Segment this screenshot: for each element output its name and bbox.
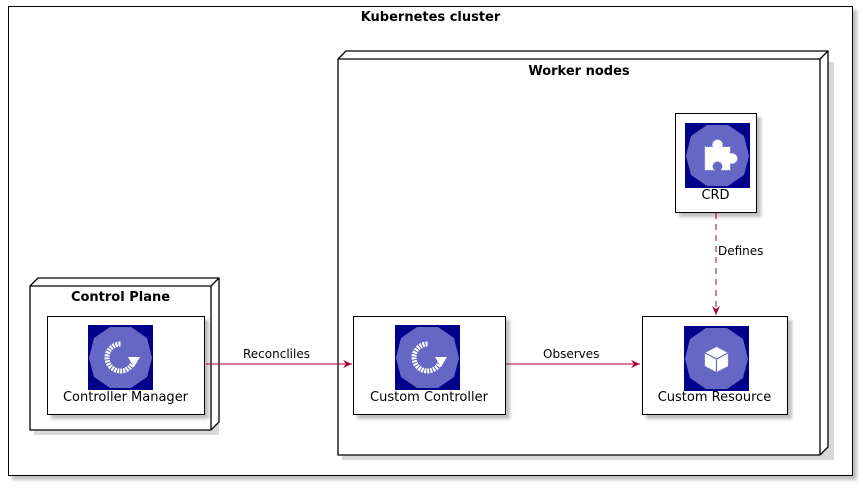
custom-resource-label: Custom Resource bbox=[657, 390, 772, 405]
defines-edge-label: Defines bbox=[718, 244, 764, 258]
reconciles-edge-label: Reconcliles bbox=[243, 347, 310, 361]
controller-manager-component[interactable]: Controller Manager bbox=[47, 316, 205, 415]
cluster-title: Kubernetes cluster bbox=[360, 10, 501, 25]
custom-controller-label: Custom Controller bbox=[370, 390, 488, 405]
worker-nodes-title: Worker nodes bbox=[528, 64, 630, 79]
controller-manager-label: Controller Manager bbox=[62, 390, 189, 405]
reconcile-icon bbox=[395, 325, 460, 390]
crd-label: CRD bbox=[701, 188, 730, 203]
custom-controller-component[interactable]: Custom Controller bbox=[353, 316, 506, 415]
observes-edge-label: Observes bbox=[543, 347, 600, 361]
cube-icon bbox=[684, 326, 749, 391]
puzzle-piece-icon bbox=[685, 123, 750, 188]
custom-resource-component[interactable]: Custom Resource bbox=[642, 316, 788, 415]
crd-component[interactable]: CRD bbox=[675, 113, 757, 213]
reconcile-icon bbox=[88, 325, 153, 390]
control-plane-title: Control Plane bbox=[70, 290, 171, 305]
